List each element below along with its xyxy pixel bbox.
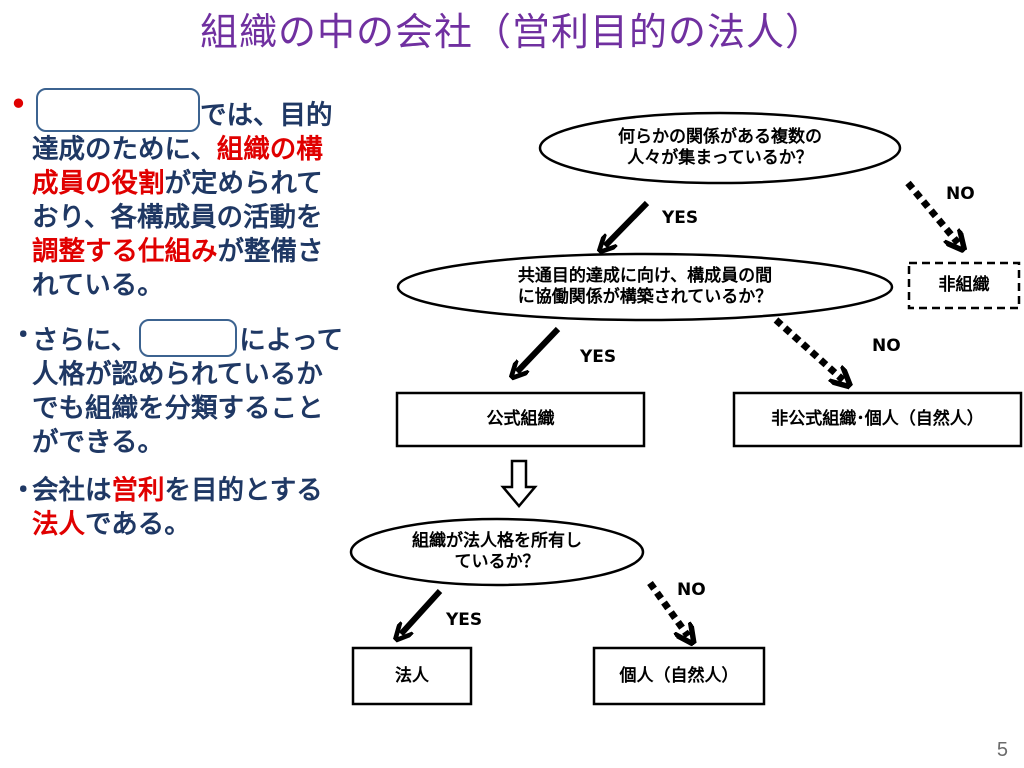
yes-arrow-3 (401, 588, 443, 634)
bullet-marker: ・ (10, 475, 37, 506)
yes-arrow-1 (605, 200, 650, 246)
yes-label-2: YES (580, 347, 617, 367)
no-label-3: NO (677, 580, 706, 600)
bullet-1-highlight-c: 調整する仕組み (32, 236, 218, 267)
bullet-3-text-b: を目的とする (164, 475, 323, 506)
bullet-1-text-a: では、目 (200, 100, 306, 131)
bullet-1-text-d: が整備されている。 (32, 236, 324, 301)
bullet-1-highlight-b: 織の構成員の役割 (32, 134, 323, 199)
bullet-item-2: ・ さらに、によって人格が認められているかでも組織を分類することができる。 (10, 319, 345, 460)
question-3-text: 組織が法人格を所有し ているか？ (412, 531, 582, 572)
yes-label-3: YES (446, 610, 483, 630)
bullet-3-highlight-a: 営利 (111, 475, 165, 506)
bullet-item-1: • では、目的達成のために、組織の構成員の役割が定められており、各構成員の活動を… (10, 88, 345, 303)
fill-in-blank-box-1 (36, 88, 200, 132)
bullet-list: • では、目的達成のために、組織の構成員の役割が定められており、各構成員の活動を… (10, 88, 345, 542)
bullet-marker: ・ (10, 320, 37, 351)
question-2-ellipse (396, 252, 894, 322)
question-3-ellipse (349, 517, 645, 587)
informal-organization-box (732, 391, 1023, 448)
non-organization-label: 非組織 (938, 275, 990, 295)
corporation-label: 法人 (395, 665, 429, 686)
non-organization-box (907, 261, 1021, 310)
no-label-1: NO (946, 184, 975, 204)
down-arrow-icon (500, 459, 538, 508)
bullet-3-text-c: である。 (85, 509, 191, 540)
formal-organization-box (395, 391, 646, 448)
question-1-ellipse (538, 111, 902, 185)
bullet-item-3: ・ 会社は営利を目的とする法人である。 (10, 474, 345, 542)
bullet-1-text-c: が定められており、各構成員の活動を (32, 168, 323, 233)
yes-label-1: YES (662, 208, 699, 228)
bullet-1-text-b: 的達成のために、 (32, 100, 333, 165)
no-arrow-1 (905, 180, 958, 243)
bullet-1-highlight-a: 組 (216, 134, 244, 165)
question-1-text: 何らかの関係がある複数の 人々が集まっているか？ (618, 127, 822, 168)
page-number: 5 (996, 739, 1008, 761)
fill-in-blank-box-2 (139, 319, 238, 357)
bullet-marker: • (10, 89, 27, 120)
yes-arrow-2 (517, 326, 561, 372)
corporation-box (351, 646, 473, 706)
no-arrow-3 (647, 580, 688, 636)
no-label-2: NO (872, 336, 901, 356)
bullet-3-highlight-b: 法人 (32, 509, 85, 540)
individual-box (592, 646, 766, 706)
formal-organization-label: 公式組織 (486, 409, 555, 429)
slide-title: 組織の中の会社（営利目的の法人） (199, 10, 824, 54)
informal-organization-label: 非公式組織･個人（自然人） (771, 409, 984, 429)
bullet-2-text-b: によって人格が認められているかでも組織を分類することができる。 (32, 325, 344, 458)
question-2-text: 共通目的達成に向け、構成員の間 に協働関係が構築されているか？ (517, 266, 773, 307)
no-arrow-2 (773, 317, 843, 380)
bullet-3-text-a: 会社は (32, 475, 112, 506)
individual-label: 個人（自然人） (619, 665, 739, 686)
bullet-2-text-a: さらに、 (32, 325, 138, 356)
